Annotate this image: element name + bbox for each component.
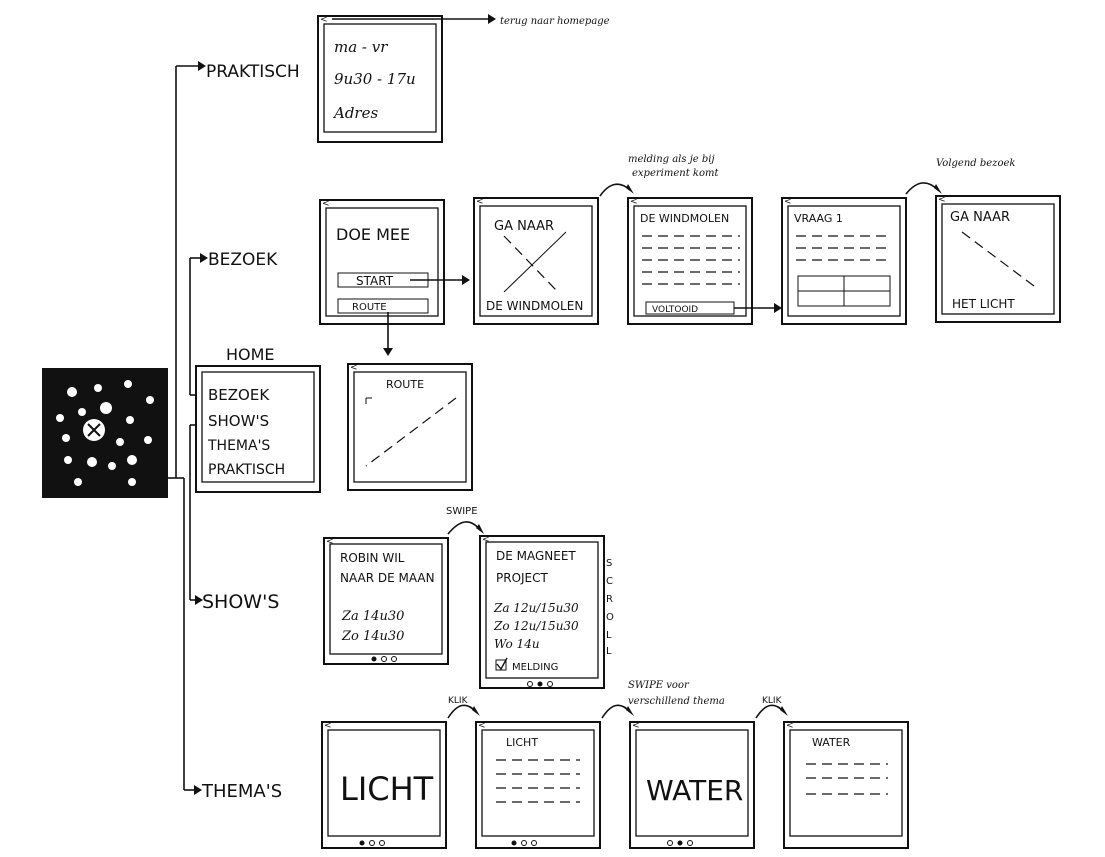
home-title: HOME [226,345,275,364]
show2-time-wo: Wo 14u [494,637,540,651]
home-menu-praktisch[interactable]: PRAKTISCH [208,462,285,478]
back-icon[interactable]: < [482,535,490,545]
back-icon[interactable]: < [784,197,792,207]
svg-text:O: O [606,612,614,623]
show1-time-za: Za 14u30 [341,609,404,624]
show2-title-line1: DE MAGNEET [496,549,576,563]
home-screen: BEZOEK SHOW'S THEMA'S PRAKTISCH [195,365,321,493]
back-icon[interactable]: < [786,721,794,731]
klik-label-2: KLIK [762,696,783,706]
section-label-themas: THEMA'S [201,781,282,802]
swipe-label: SWIPE [446,506,478,517]
start-button-label: START [356,274,394,288]
melding-label: MELDING [512,662,558,673]
ga-naar-label-2: GA NAAR [950,210,1010,225]
arrow-melding [599,183,631,197]
arrow-swipe [447,521,481,535]
section-label-shows: SHOW'S [202,591,279,613]
svg-text:C: C [606,576,613,587]
route-screen: < ROUTE [347,363,473,491]
museum-logo [42,368,168,498]
back-icon[interactable]: < [326,537,334,547]
svg-text:R: R [606,594,613,605]
route-screen-title: ROUTE [386,378,424,391]
svg-text:L: L [606,646,612,657]
section-label-bezoek: BEZOEK [208,250,278,270]
back-icon[interactable]: < [476,197,484,207]
arrow-klik-1 [447,704,477,719]
arrow-volgend [905,182,939,195]
note-melding-line2: experiment komt [632,168,719,179]
show1-time-zo: Zo 14u30 [341,629,404,644]
show1-title-line1: ROBIN WIL [340,551,405,565]
vraag-title: VRAAG 1 [794,212,843,225]
show-robin-screen: < ROBIN WIL NAAR DE MAAN Za 14u30 Zo 14u… [323,537,449,665]
note-volgend-bezoek: Volgend bezoek [936,158,1015,169]
note-terug-homepage: terug naar homepage [500,16,610,27]
back-icon[interactable]: < [938,195,946,205]
address-label: Adres [332,104,378,122]
thema-water-title[interactable]: WATER [646,774,743,807]
thema-water-detail-screen: < WATER [783,721,909,849]
arrow-swipe-thema [601,704,631,719]
route-button[interactable] [337,298,429,314]
section-label-praktisch: PRAKTISCH [206,62,300,82]
note-melding-line1: melding als je bij [628,154,715,165]
voltooid-label: VOLTOOID [652,305,698,315]
svg-text:S: S [606,558,612,569]
route-button-label: ROUTE [352,302,387,313]
ga-naar-label: GA NAAR [494,219,554,234]
scroll-label: S C R O L L [606,558,614,657]
het-licht-destination: HET LICHT [952,297,1015,311]
show2-time-za: Za 12u/15u30 [493,601,579,615]
windmolen-destination: DE WINDMOLEN [486,299,583,313]
home-menu-shows[interactable]: SHOW'S [208,412,269,430]
vraag-screen: < VRAAG 1 [781,197,907,325]
back-icon[interactable]: < [350,363,358,373]
ga-naar-licht-screen: < GA NAAR HET LICHT [935,195,1061,323]
thema-licht-detail-screen: < LICHT [475,721,601,849]
show-magneet-screen: < DE MAGNEET PROJECT Za 12u/15u30 Zo 12u… [479,535,605,689]
thema-licht-title[interactable]: LICHT [340,770,434,808]
doe-mee-screen: < DOE MEE START ROUTE [319,199,445,325]
back-icon[interactable]: < [320,15,328,25]
show1-title-line2: NAAR DE MAAN [340,571,435,585]
thema-water-detail-title: WATER [812,736,851,749]
back-icon[interactable]: < [324,721,332,731]
opening-days: ma - vr [334,38,388,56]
home-menu-themas[interactable]: THEMA'S [207,438,270,454]
back-icon[interactable]: < [632,721,640,731]
ga-naar-windmolen-screen: < GA NAAR DE WINDMOLEN [473,197,599,325]
home-menu-bezoek[interactable]: BEZOEK [208,386,270,404]
show2-time-zo: Zo 12u/15u30 [493,619,579,633]
thema-water-screen: < WATER [629,721,755,849]
windmolen-title: DE WINDMOLEN [640,212,729,225]
thema-licht-detail-title: LICHT [506,736,538,749]
swipe-thema-note-line2: verschillend thema [628,696,725,707]
back-icon[interactable]: < [322,199,330,209]
back-icon[interactable]: < [630,197,638,207]
svg-text:L: L [606,630,612,641]
praktisch-screen: < ma - vr 9u30 - 17u Adres [317,15,443,143]
thema-licht-screen: < LICHT [321,721,447,849]
windmolen-screen: < DE WINDMOLEN VOLTOOID [627,197,753,325]
klik-label-1: KLIK [448,696,469,706]
back-icon[interactable]: < [478,721,486,731]
arrow-klik-2 [755,704,785,719]
doe-mee-title: DOE MEE [336,225,410,244]
swipe-thema-note-line1: SWIPE voor [628,680,690,691]
opening-hours: 9u30 - 17u [334,70,416,88]
show2-title-line2: PROJECT [496,571,549,585]
